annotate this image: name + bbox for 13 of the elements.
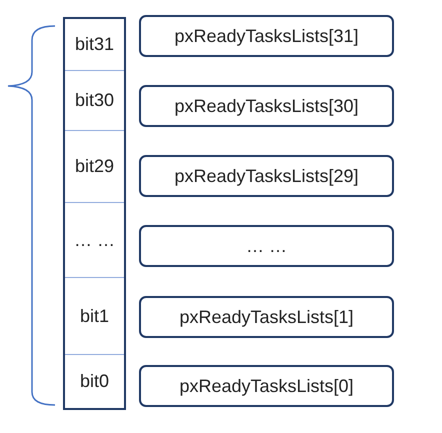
bit-slot: bit1 xyxy=(65,277,124,354)
bit-slot: bit30 xyxy=(65,70,124,130)
bit-slot: bit0 xyxy=(65,354,124,408)
ready-list-box: … … xyxy=(139,225,394,267)
ready-list-box: pxReadyTasksLists[30] xyxy=(139,85,394,127)
ready-list-box: pxReadyTasksLists[29] xyxy=(139,155,394,197)
ready-list-box: pxReadyTasksLists[31] xyxy=(139,15,394,57)
bit-slot: bit31 xyxy=(65,19,124,70)
register-column xyxy=(63,17,126,410)
bit-slot: bit29 xyxy=(65,130,124,202)
ready-list-box: pxReadyTasksLists[0] xyxy=(139,365,394,407)
ready-list-box: pxReadyTasksLists[1] xyxy=(139,296,394,338)
bit-slot: … … xyxy=(65,202,124,277)
